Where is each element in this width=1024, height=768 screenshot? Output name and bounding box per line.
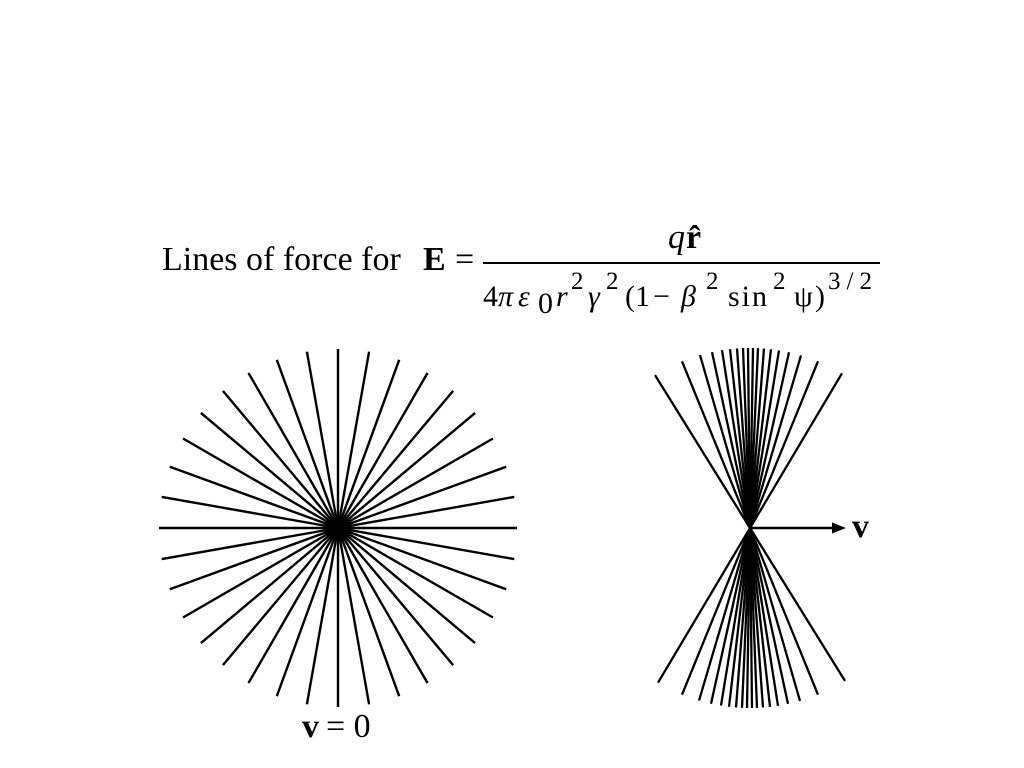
velocity-value: = 0 [326,708,371,745]
velocity-symbol: v [302,708,319,745]
field-line [337,526,507,591]
field-line [337,390,455,529]
field-line [337,411,476,529]
field-line [161,526,339,561]
epsilon-subscript: 0 [538,287,553,320]
point-charge [329,519,347,537]
sin-exponent: 2 [773,268,786,295]
field-line [336,527,371,705]
radius-exponent: 2 [571,268,584,295]
fraction-bar [483,262,880,264]
field-line [247,372,340,529]
velocity-arrow-label: v [852,508,869,545]
close-paren: ) [815,280,825,313]
denominator-coefficient: 4 [483,280,498,313]
epsilon-symbol: ε [518,280,530,313]
field-line [336,527,429,684]
field-line [275,359,340,529]
pi-symbol: π [498,280,514,313]
power-exponent: 3/2 [828,268,878,295]
field-line [221,390,339,529]
field-line [182,437,339,530]
field-line [200,411,339,529]
field-line [336,372,429,529]
gamma-exponent: 2 [606,268,619,295]
minus-sign: − [653,280,670,313]
radius-symbol: r [556,280,568,313]
field-line [169,465,339,530]
equals-sign: = [455,241,475,278]
field-line [337,526,515,561]
open-paren-one: (1 [625,280,650,313]
field-line [337,527,476,645]
gamma-symbol: γ [588,280,600,313]
field-line [336,359,401,529]
field-line [336,527,401,697]
field-line [221,527,339,666]
field-line [336,351,371,529]
unit-vector-symbol: r̂ [686,219,702,256]
velocity-arrowhead [832,522,846,534]
field-line [337,465,507,530]
stationary-charge-diagram [159,349,517,707]
velocity-arrow [750,522,846,534]
electric-field-symbol: E [423,241,446,278]
field-line [337,495,515,530]
field-line [305,351,340,529]
field-line [337,437,494,530]
field-line [182,526,339,619]
field-line [247,527,340,684]
field-line [275,527,340,697]
field-line [200,527,339,645]
field-line [169,526,339,591]
beta-exponent: 2 [706,268,719,295]
field-line [337,527,455,666]
beta-symbol: β [681,280,696,313]
charge-symbol: q [668,219,685,256]
sin-function: sin [728,280,770,313]
slide-title: Lines of force for [162,241,401,278]
field-line [161,495,339,530]
psi-symbol: ψ [794,280,813,313]
field-line [337,526,494,619]
field-line [305,527,340,705]
